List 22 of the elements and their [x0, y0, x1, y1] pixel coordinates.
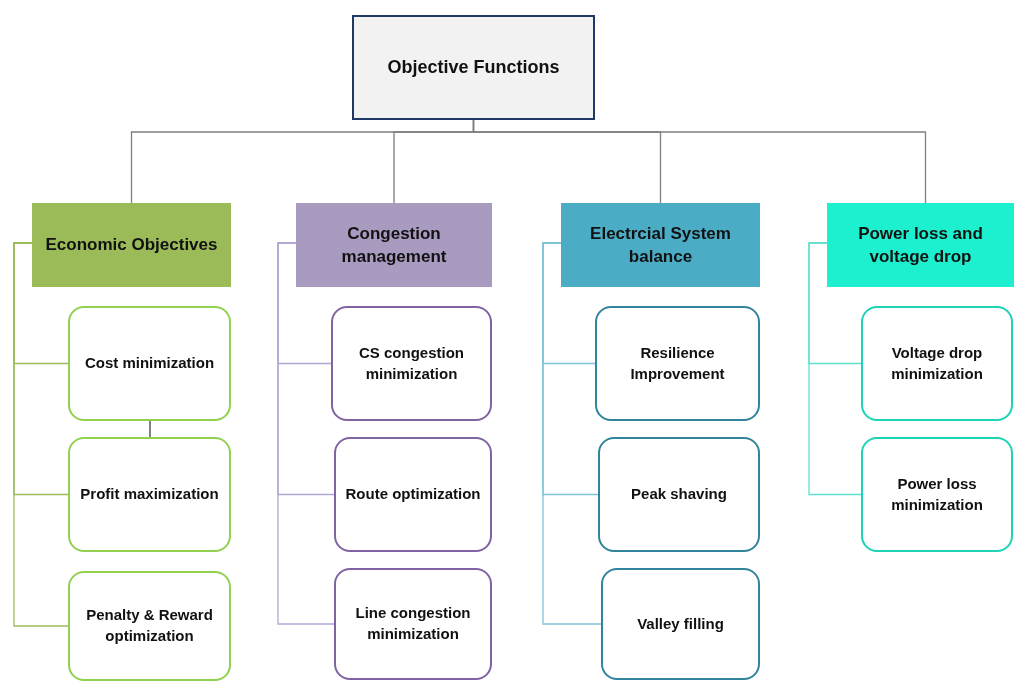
category-box: Power loss and voltage drop — [827, 203, 1014, 287]
objective-box: Resilience Improvement — [595, 306, 760, 421]
objective-box: Profit maximization — [68, 437, 231, 552]
connector-line — [542, 242, 602, 625]
title-box: Objective Functions — [352, 15, 595, 120]
objective-box: Power loss minimization — [861, 437, 1013, 552]
objective-box: Line congestion minimization — [334, 568, 492, 680]
objective-box: Voltage drop minimization — [861, 306, 1013, 421]
category-box: Economic Objectives — [32, 203, 231, 287]
connector-line — [149, 420, 151, 438]
objective-box: Peak shaving — [598, 437, 760, 552]
connector-line — [277, 242, 335, 625]
objective-box: Cost minimization — [68, 306, 231, 421]
objective-box: Valley filling — [601, 568, 760, 680]
connector-line — [808, 242, 862, 496]
objective-box: Penalty & Reward optimization — [68, 571, 231, 681]
objective-box: Route optimization — [334, 437, 492, 552]
connector-line — [13, 242, 69, 627]
connector-line — [472, 119, 927, 204]
category-box: Congestion management — [296, 203, 492, 287]
objective-box: CS congestion minimization — [331, 306, 492, 421]
category-box: Electrcial System balance — [561, 203, 760, 287]
